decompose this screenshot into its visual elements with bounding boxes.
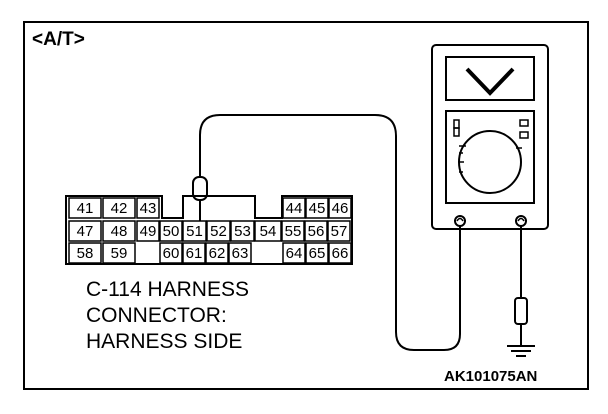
connector-pin-label: 64	[286, 245, 303, 262]
connector-pin-cell	[206, 220, 231, 242]
connector-pin-cell	[102, 197, 136, 219]
connector-c114: 41 42 43 44 45 46 47 48 49 50 51 52 53 54 55 56 57 58 59 60…	[65, 195, 353, 265]
connector-pin-cell	[305, 197, 329, 219]
connector-pin-cell	[68, 242, 102, 264]
connector-pin-label: 63	[232, 245, 249, 262]
multimeter-panel	[445, 110, 535, 204]
connector-pin-cell	[68, 197, 102, 219]
connector-pin-label: 58	[77, 245, 94, 262]
connector-pin-label: 51	[186, 223, 203, 240]
connector-pin-label: 43	[140, 200, 157, 217]
connector-pin-cell	[281, 220, 305, 242]
connector-pin-cell	[182, 242, 206, 264]
connector-pin-cell	[68, 220, 102, 242]
connector-pin-label: 55	[285, 223, 302, 240]
connector-pin-cell	[159, 220, 183, 242]
connector-pin-label: 59	[111, 245, 128, 262]
connector-pin-cell	[182, 220, 207, 242]
connector-pin-cell	[282, 242, 306, 264]
connector-pin-label: 65	[309, 245, 326, 262]
diagram-frame	[23, 21, 589, 390]
multimeter-v-glyph	[465, 67, 515, 96]
connector-pin-label: 41	[77, 200, 94, 217]
connector-pin-label: 48	[111, 223, 128, 240]
connector-pin-label: 42	[111, 200, 128, 217]
connector-pin-cell	[328, 197, 352, 219]
connector-pin-label: 44	[286, 200, 303, 217]
connector-pin-cell	[305, 242, 329, 264]
figure-code: AK101075AN	[444, 368, 537, 385]
connector-pin-cell	[136, 197, 160, 219]
connector-caption-line-1: C-114 HARNESS	[86, 278, 249, 301]
connector-pin-cell	[136, 220, 160, 242]
connector-caption-line-2: CONNECTOR:	[86, 304, 227, 327]
connector-pin-label: 50	[163, 223, 180, 240]
connector-pin-cell	[327, 220, 351, 242]
ground-icon	[507, 226, 535, 357]
multimeter-dial	[458, 130, 522, 194]
connector-pin-label: 54	[260, 223, 277, 240]
connector-pin-label: 46	[332, 200, 349, 217]
connector-pin-label: 62	[209, 245, 226, 262]
multimeter-terminal-v	[515, 215, 527, 227]
diagram-title: <A/T>	[32, 29, 85, 50]
probe-icon	[192, 176, 208, 222]
test-lead-wire	[199, 114, 461, 351]
connector-pin-label: 57	[331, 223, 348, 240]
connector-pin-label: 66	[332, 245, 349, 262]
multimeter-icon	[431, 44, 549, 230]
connector-pin-cell	[304, 220, 328, 242]
connector-pin-label: 45	[309, 200, 326, 217]
connector-pin-cell	[328, 242, 352, 264]
connector-pin-label: 49	[140, 223, 157, 240]
connector-pin-label: 47	[77, 223, 94, 240]
connector-pin-label: 61	[186, 245, 203, 262]
connector-pin-cell	[228, 242, 252, 264]
multimeter-dial-marks	[453, 119, 529, 173]
connector-pin-label: 52	[210, 223, 227, 240]
connector-pin-cell	[205, 242, 229, 264]
connector-pin-cell	[282, 197, 306, 219]
connector-pin-label: 60	[163, 245, 180, 262]
connector-pin-cell	[230, 220, 255, 242]
multimeter-display	[445, 56, 535, 101]
connector-pin-label: 53	[234, 223, 251, 240]
multimeter-body	[431, 44, 549, 230]
connector-pin-cell	[159, 242, 183, 264]
connector-pin-label: 56	[308, 223, 325, 240]
connector-pin-cell	[102, 242, 136, 264]
connector-pin-cell	[254, 220, 282, 242]
connector-housing	[65, 195, 353, 265]
connector-caption-line-3: HARNESS SIDE	[86, 330, 242, 353]
connector-pin-cell	[102, 220, 136, 242]
multimeter-terminal-com	[454, 215, 466, 227]
